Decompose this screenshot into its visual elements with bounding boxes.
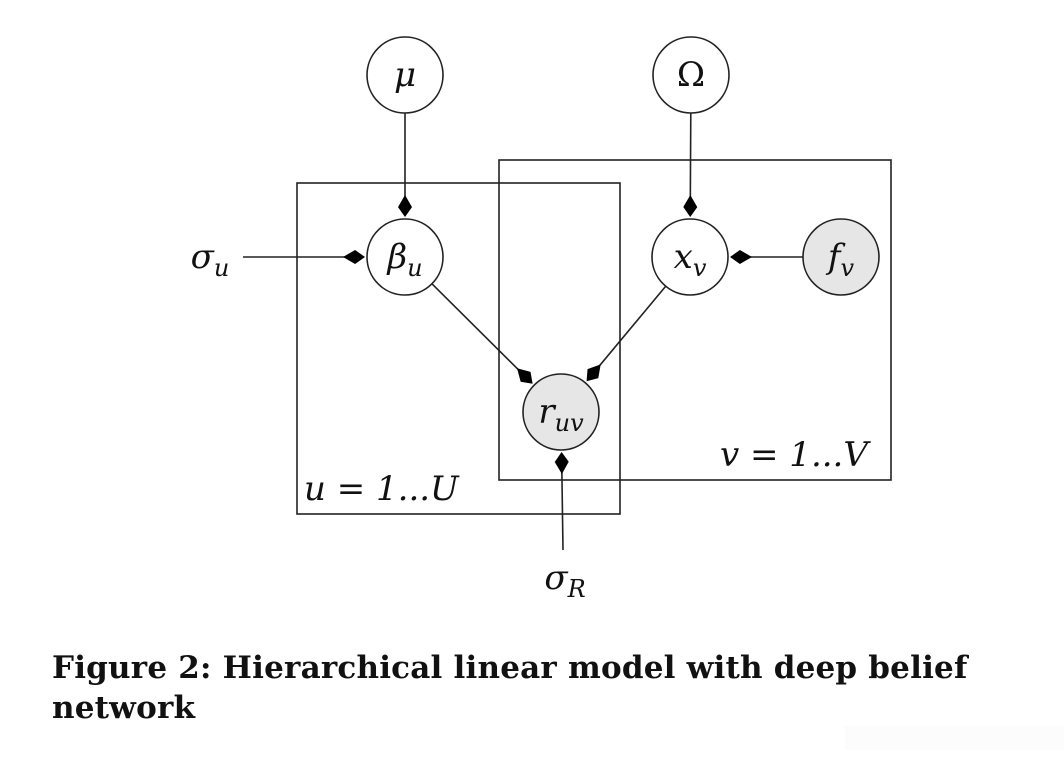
node-mu: μ xyxy=(366,36,444,114)
free-parameters: σu σR xyxy=(191,237,586,603)
graphical-model-diagram: μ Ωβu xv fv ruv σu σR u = 1...U v = 1...V xyxy=(191,36,892,603)
arrowhead-x_v xyxy=(730,250,752,264)
edge-beta_u-to-r_uv xyxy=(431,283,527,378)
edge-x_v-to-r_uv xyxy=(592,285,667,375)
plate-v xyxy=(498,159,892,481)
node-circle xyxy=(802,218,880,296)
node-circle xyxy=(366,218,444,296)
node-label: xv xyxy=(674,237,707,282)
plate-u xyxy=(296,182,621,515)
node-beta-u: βu xyxy=(366,218,444,296)
arrowhead-r_uv xyxy=(554,451,569,474)
node-circle xyxy=(651,218,729,296)
node-label: ruv xyxy=(538,392,584,437)
caption-background-strip xyxy=(845,726,1064,750)
edge-sigma_R-to-r_uv xyxy=(560,461,564,551)
plate-v-label: v = 1...V xyxy=(720,435,871,475)
arrowhead-beta_u xyxy=(398,195,412,217)
node-label: βu xyxy=(385,237,422,282)
node-circle xyxy=(366,36,444,114)
node-f-v: fv xyxy=(802,218,880,296)
edge-omega-to-x_v xyxy=(689,112,692,208)
node-omega: Ω xyxy=(652,36,730,114)
node-label: μ xyxy=(394,55,416,95)
arrowhead-beta_u xyxy=(343,250,365,264)
arrowhead-r_uv xyxy=(517,368,533,384)
edges xyxy=(243,112,803,551)
node-label: Ω xyxy=(677,55,705,95)
node-r-uv: ruv xyxy=(522,373,600,451)
plate-u-label: u = 1...U xyxy=(304,469,460,509)
param-sigma-u: σu xyxy=(191,237,230,282)
param-sigma-R: σR xyxy=(544,558,585,603)
arrowhead-x_v xyxy=(683,195,698,218)
arrowhead-r_uv xyxy=(586,364,601,382)
node-x-v: xv xyxy=(651,218,729,296)
nodes: μ Ωβu xv fv ruv xyxy=(366,36,880,451)
node-circle xyxy=(522,373,600,451)
node-circle xyxy=(652,36,730,114)
figure-caption: Figure 2: Hierarchical linear model with… xyxy=(52,650,968,726)
